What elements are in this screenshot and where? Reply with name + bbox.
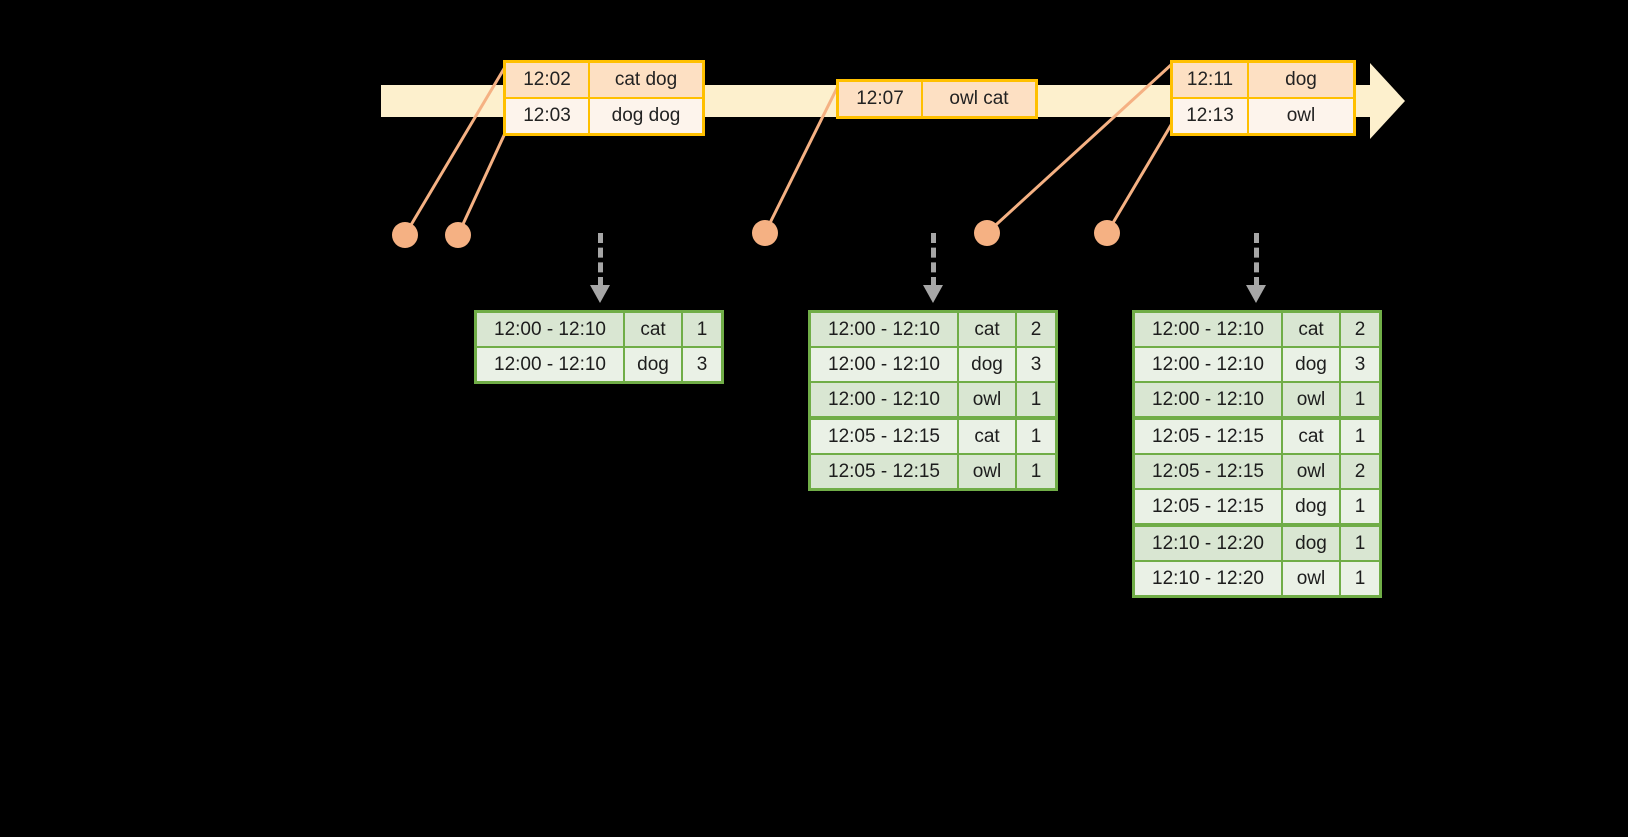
timeline-event-group[interactable]: 12:07 owl cat	[836, 79, 1038, 119]
word-cell: cat	[1283, 313, 1339, 346]
count-cell: 2	[1341, 455, 1379, 488]
count-cell: 1	[1341, 490, 1379, 523]
word-cell: cat	[959, 420, 1015, 453]
count-cell: 1	[1341, 562, 1379, 595]
word-cell: owl	[1283, 383, 1339, 416]
word-cell: owl	[1283, 455, 1339, 488]
word-cell: dog	[1283, 348, 1339, 381]
count-cell: 1	[1017, 420, 1055, 453]
count-cell: 2	[1017, 313, 1055, 346]
window-cell: 12:10 - 12:20	[1135, 527, 1281, 560]
word-cell: cat	[1283, 420, 1339, 453]
word-cell: dog	[1283, 490, 1339, 523]
event-words: owl cat	[923, 82, 1035, 116]
emit-arrow-2	[923, 233, 943, 303]
word-cell: dog	[1283, 527, 1339, 560]
window-cell: 12:00 - 12:10	[1135, 313, 1281, 346]
event-time: 12:02	[506, 63, 588, 97]
count-cell: 3	[1341, 348, 1379, 381]
word-cell: cat	[959, 313, 1015, 346]
count-cell: 1	[1017, 455, 1055, 488]
word-cell: dog	[625, 348, 681, 381]
word-cell: owl	[959, 455, 1015, 488]
timeline-event-row[interactable]: 12:03 dog dog	[506, 99, 702, 133]
window-cell: 12:00 - 12:10	[477, 348, 623, 381]
count-cell: 1	[1341, 527, 1379, 560]
emit-arrow-3	[1246, 233, 1266, 303]
word-cell: cat	[625, 313, 681, 346]
window-cell: 12:05 - 12:15	[1135, 490, 1281, 523]
connector-dot-3	[752, 220, 778, 246]
connector-dot-5	[1094, 220, 1120, 246]
emit-arrow-1	[590, 233, 610, 303]
timeline-event-group[interactable]: 12:11 dog 12:13 owl	[1170, 60, 1356, 136]
window-cell: 12:00 - 12:10	[811, 348, 957, 381]
window-cell: 12:00 - 12:10	[477, 313, 623, 346]
timeline-event-row[interactable]: 12:07 owl cat	[839, 82, 1035, 116]
event-words: dog dog	[590, 99, 702, 133]
timeline-event-row[interactable]: 12:11 dog	[1173, 63, 1353, 97]
event-words: owl	[1249, 99, 1353, 133]
window-cell: 12:05 - 12:15	[1135, 455, 1281, 488]
connector-line-5	[1105, 119, 1176, 234]
event-time: 12:03	[506, 99, 588, 133]
count-cell: 2	[1341, 313, 1379, 346]
count-cell: 1	[1017, 383, 1055, 416]
window-cell: 12:05 - 12:15	[811, 455, 957, 488]
event-words: cat dog	[590, 63, 702, 97]
connector-dot-2	[445, 222, 471, 248]
word-cell: dog	[959, 348, 1015, 381]
window-cell: 12:00 - 12:10	[1135, 348, 1281, 381]
connector-dot-4	[974, 220, 1000, 246]
word-cell: owl	[1283, 562, 1339, 595]
event-words: dog	[1249, 63, 1353, 97]
timeline-event-group[interactable]: 12:02 cat dog 12:03 dog dog	[503, 60, 705, 136]
count-cell: 1	[683, 313, 721, 346]
timeline-event-row[interactable]: 12:02 cat dog	[506, 63, 702, 97]
window-cell: 12:10 - 12:20	[1135, 562, 1281, 595]
window-cell: 12:05 - 12:15	[1135, 420, 1281, 453]
window-cell: 12:00 - 12:10	[811, 383, 957, 416]
window-cell: 12:00 - 12:10	[811, 313, 957, 346]
word-cell: owl	[959, 383, 1015, 416]
count-cell: 1	[1341, 420, 1379, 453]
count-cell: 3	[683, 348, 721, 381]
window-cell: 12:05 - 12:15	[811, 420, 957, 453]
count-cell: 3	[1017, 348, 1055, 381]
connector-dot-1	[392, 222, 418, 248]
timeline-arrow-head	[1370, 63, 1405, 139]
timeline-event-row[interactable]: 12:13 owl	[1173, 99, 1353, 133]
event-time: 12:13	[1173, 99, 1247, 133]
count-cell: 1	[1341, 383, 1379, 416]
window-cell: 12:00 - 12:10	[1135, 383, 1281, 416]
event-time: 12:11	[1173, 63, 1247, 97]
event-time: 12:07	[839, 82, 921, 116]
